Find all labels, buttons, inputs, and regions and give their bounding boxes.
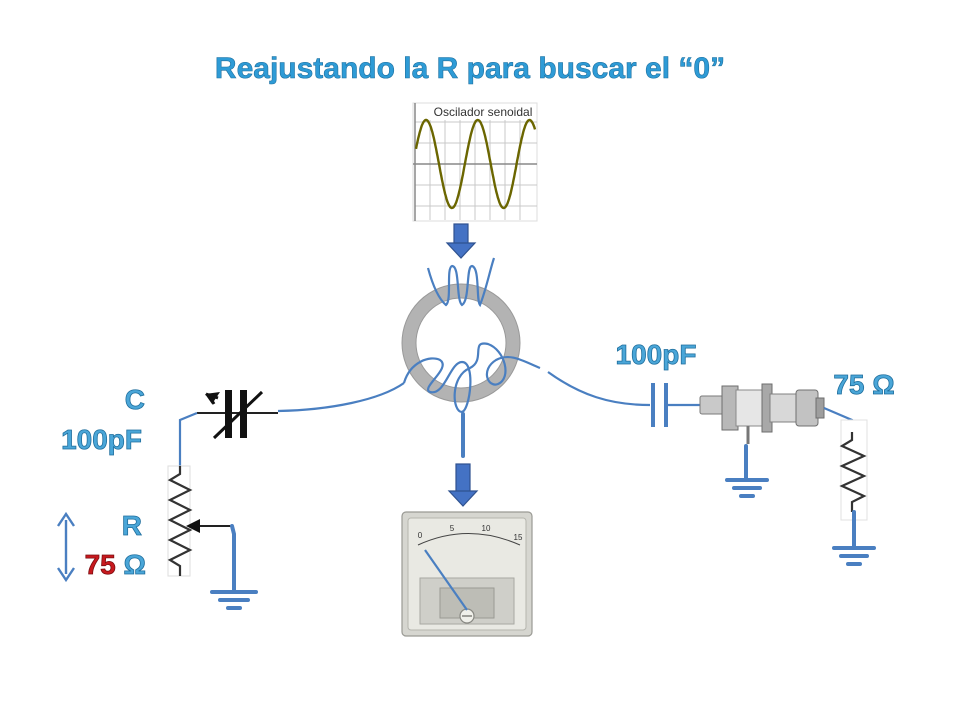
primary-winding xyxy=(426,257,496,308)
left-wire xyxy=(277,382,405,413)
potentiometer-icon xyxy=(167,465,232,577)
variable-capacitor-icon xyxy=(197,390,278,440)
oscilloscope-panel: Oscilador senoidal xyxy=(412,102,538,222)
meter-needle xyxy=(424,549,468,611)
right-capacitor-label: 100pF xyxy=(616,339,697,370)
toroid-core xyxy=(401,283,521,403)
meter-arrow-down-icon xyxy=(447,463,479,507)
ground-icon-bnc xyxy=(725,444,769,498)
capacitor-value-label: 100pF xyxy=(61,424,142,455)
meter-scale-0: 0 xyxy=(418,531,423,540)
bnc-connector-icon xyxy=(699,383,825,444)
page-title: Reajustando la R para buscar el “0” xyxy=(215,52,725,85)
cap-to-resistor-wire xyxy=(178,411,198,466)
resistor-letter-label: R xyxy=(122,510,142,541)
meter-scale-5: 5 xyxy=(450,524,455,533)
ground-icon-left xyxy=(210,524,258,610)
ground-icon-right xyxy=(832,510,876,566)
load-resistor-label: 75 Ω xyxy=(833,369,894,400)
meter-scale-arc xyxy=(417,533,521,546)
sine-wave xyxy=(414,118,537,210)
fixed-capacitor-icon xyxy=(651,383,705,427)
meter-scale-10: 10 xyxy=(482,524,491,533)
resistor-value-number: 75 xyxy=(85,549,116,580)
oscillator-label: Oscilador senoidal xyxy=(434,105,533,119)
load-resistor-icon xyxy=(839,419,868,521)
right-wire xyxy=(547,371,651,407)
analog-meter: 0 5 10 15 xyxy=(401,511,533,637)
secondary-winding xyxy=(402,342,541,414)
signal-arrow-down-icon xyxy=(445,223,477,259)
adjust-range-arrow-icon xyxy=(57,511,75,583)
resistor-value-unit: Ω xyxy=(124,549,146,580)
meter-scale-15: 15 xyxy=(514,533,523,542)
resistor-value-label: 75 Ω xyxy=(85,549,146,580)
capacitor-letter-label: C xyxy=(125,384,145,415)
